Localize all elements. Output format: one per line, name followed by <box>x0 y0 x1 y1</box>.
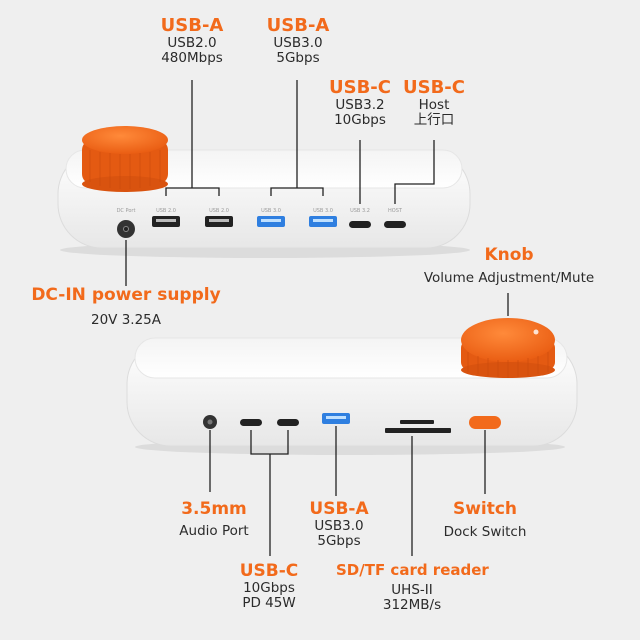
label-switch-line1: Dock Switch <box>443 524 527 541</box>
label-usba-bottom-line2: 5Gbps <box>317 533 361 550</box>
label-card-reader: SD/TF card reader UHS-II 312MB/s <box>336 561 489 613</box>
bottom-dock <box>126 318 578 455</box>
label-usbc-host: USB-C Host 上行口 <box>392 77 476 129</box>
label-usb2-line1: USB2.0 <box>167 35 217 52</box>
usbc-port-icon <box>349 221 371 228</box>
label-audio: 3.5mm Audio Port <box>160 499 268 540</box>
usbc-port-icon <box>240 419 262 426</box>
label-usba-bottom-title: USB-A <box>309 499 369 519</box>
bottom-leader-lines <box>209 293 509 556</box>
silk-usb2b: USB 2.0 <box>209 208 229 214</box>
label-usbc-bottom-line1: 10Gbps <box>243 580 295 597</box>
label-switch-title: Switch <box>452 499 518 519</box>
label-usba-bottom-line1: USB3.0 <box>314 518 364 535</box>
label-usbc-bottom-line2: PD 45W <box>242 595 296 612</box>
label-audio-line1: Audio Port <box>179 523 249 540</box>
usbc-port-icon <box>277 419 299 426</box>
label-knob-line1: Volume Adjustment/Mute <box>423 270 595 287</box>
silk-usb3a: USB 3.0 <box>261 208 281 214</box>
label-usbc32-title: USB-C <box>329 77 391 98</box>
label-usbc-bottom: USB-C 10Gbps PD 45W <box>226 561 312 612</box>
label-usb2-line2: 480Mbps <box>161 50 223 67</box>
label-usbc-host-line2: 上行口 <box>413 112 455 129</box>
label-usbc-host-title: USB-C <box>403 77 465 98</box>
silk-usb2a: USB 2.0 <box>156 208 176 214</box>
label-usb3: USB-A USB3.0 5Gbps <box>252 15 344 67</box>
top-knob <box>82 126 168 192</box>
silk-dc: DC Port <box>117 208 136 214</box>
label-card-reader-title: SD/TF card reader <box>336 561 489 579</box>
label-card-reader-line1: UHS-II <box>391 581 433 598</box>
dock-switch-icon <box>469 416 501 429</box>
label-usba-bottom: USB-A USB3.0 5Gbps <box>296 499 382 550</box>
top-leader-lines <box>125 80 435 286</box>
label-usb2: USB-A USB2.0 480Mbps <box>146 15 238 67</box>
silk-host: HOST <box>388 208 403 214</box>
label-usbc32-line1: USB3.2 <box>335 97 385 114</box>
silk-usb3b: USB 3.0 <box>313 208 333 214</box>
label-usbc32: USB-C USB3.2 10Gbps <box>316 77 404 129</box>
audio-jack-icon <box>203 415 217 429</box>
silk-usb32: USB 3.2 <box>350 208 370 214</box>
label-usbc32-line2: 10Gbps <box>334 112 386 129</box>
label-usb2-title: USB-A <box>160 15 224 36</box>
label-audio-title: 3.5mm <box>181 499 247 519</box>
label-usb3-line1: USB3.0 <box>273 35 323 52</box>
label-usb3-line2: 5Gbps <box>276 50 320 67</box>
label-usbc-bottom-title: USB-C <box>239 561 299 581</box>
label-usb3-title: USB-A <box>266 15 330 36</box>
bottom-knob <box>461 318 555 378</box>
label-dc-in-line1: 20V 3.25A <box>91 312 161 329</box>
label-dc-in: DC-IN power supply 20V 3.25A <box>18 285 234 329</box>
label-knob-title: Knob <box>484 245 534 265</box>
label-dc-in-title: DC-IN power supply <box>31 285 221 305</box>
label-switch: Switch Dock Switch <box>430 499 540 541</box>
card-reader-icon <box>385 420 451 433</box>
label-card-reader-line2: 312MB/s <box>382 596 442 613</box>
label-knob: Knob Volume Adjustment/Mute <box>402 245 616 287</box>
top-dock: DC Port USB 2.0 USB 2.0 USB 3.0 USB 3.0 … <box>57 126 471 258</box>
label-usbc-host-line1: Host <box>418 97 450 114</box>
usbc-host-port-icon <box>384 221 406 228</box>
